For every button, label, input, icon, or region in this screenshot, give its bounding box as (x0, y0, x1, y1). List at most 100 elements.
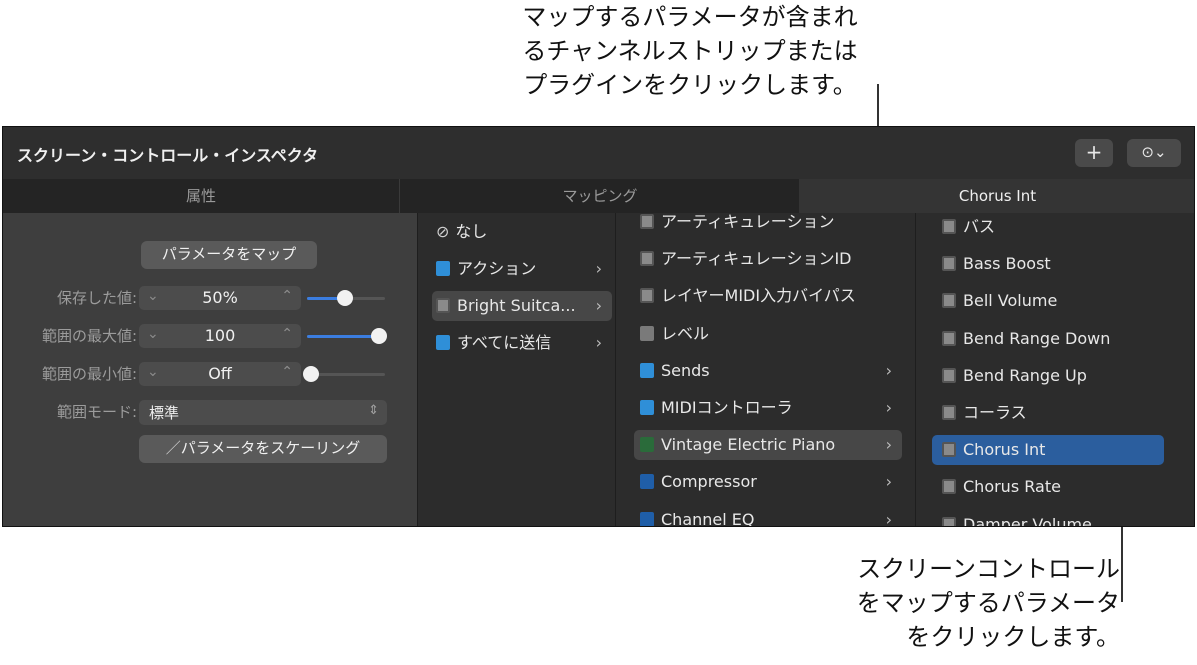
chevron-up-icon[interactable]: ⌃ (281, 364, 293, 380)
callout-bottom-line1: スクリーンコントロール (857, 555, 1120, 583)
list-item-label: アーティキュレーション (661, 213, 835, 231)
tab-mapping[interactable]: マッピング (399, 179, 800, 213)
saved-value-stepper[interactable]: ⌄ 50% ⌃ (139, 286, 301, 310)
list-item[interactable]: Bend Range Down (942, 324, 1164, 354)
channel-strip-icon (942, 405, 956, 420)
list-item-label: Chorus Int (963, 440, 1046, 460)
range-min-stepper[interactable]: ⌄ Off ⌃ (139, 362, 301, 386)
chevron-right-icon: › (885, 509, 892, 527)
list-item[interactable]: ⊘なし (436, 217, 612, 247)
chevron-up-icon[interactable]: ⌃ (281, 288, 293, 304)
list-item-label: レイヤーMIDI入力バイパス (661, 286, 856, 306)
chevron-right-icon: › (595, 259, 602, 278)
channel-strip-icon (942, 479, 956, 495)
list-item-label: レベル (661, 323, 710, 343)
slider-fill (307, 297, 341, 300)
list-item-label: Compressor (661, 472, 757, 492)
chevron-down-icon[interactable]: ⌄ (147, 326, 159, 342)
chevron-down-icon[interactable]: ⌄ (147, 288, 159, 304)
callout-top: マップするパラメータが含まれ るチャンネルストリップまたは プラグインをクリック… (500, 0, 880, 102)
tab-chorus-int[interactable]: Chorus Int (799, 179, 1194, 213)
callout-top-line3: プラグインをクリックします。 (523, 71, 857, 99)
list-item[interactable]: バス (942, 213, 1164, 242)
chevron-right-icon: › (595, 333, 602, 352)
channel-strip-icon (942, 367, 956, 383)
list-item-label: Bend Range Down (963, 328, 1111, 348)
range-max-stepper[interactable]: ⌄ 100 ⌃ (139, 324, 301, 348)
list-item[interactable]: Channel EQ › (640, 505, 902, 527)
list-item[interactable]: MIDIコントローラ› (640, 393, 902, 423)
list-item-label: Bell Volume (963, 291, 1058, 311)
slider-knob[interactable] (337, 290, 353, 306)
list-item[interactable]: Chorus Rate (942, 472, 1164, 502)
list-item[interactable]: アクション › (436, 254, 612, 284)
chevron-up-icon[interactable]: ⌃ (281, 326, 293, 342)
list-item[interactable]: Vintage Electric Piano › (634, 430, 902, 461)
slider-knob[interactable] (303, 366, 319, 382)
list-item[interactable]: アーティキュレーションID (640, 244, 902, 274)
list-item-label: すべてに送信 (457, 333, 552, 352)
mapping-column-2: アーティキュレーションアーティキュレーションID レイヤーMIDI入力バイパスレベ… (615, 213, 915, 527)
title-bar: スクリーン・コントロール・インスペクタ + ⊙⌄ (3, 127, 1194, 179)
saved-value-slider[interactable] (307, 289, 385, 307)
attributes-pane: パラメータをマップ 保存した値: ⌄ 50% ⌃ 範囲の最大値: ⌄ 100 ⌃… (3, 213, 417, 526)
list-item[interactable]: Bass Boost (942, 249, 1164, 279)
more-options-button[interactable]: ⊙⌄ (1127, 139, 1181, 167)
waveform-icon (640, 437, 654, 453)
waveform-icon (640, 474, 654, 490)
range-max-label: 範囲の最大値: (41, 327, 137, 345)
panel-title: スクリーン・コントロール・インスペクタ (17, 146, 319, 165)
scale-parameter-label: パラメータをスケーリング (180, 439, 361, 457)
range-min-slider[interactable] (303, 365, 385, 383)
list-item[interactable]: Sends› (640, 356, 902, 386)
screen-control-inspector: スクリーン・コントロール・インスペクタ + ⊙⌄ 属性 マッピング Chorus… (2, 126, 1195, 527)
channel-strip-icon (640, 251, 654, 267)
channel-strip-icon (942, 442, 956, 458)
channel-strip-icon (942, 516, 956, 526)
range-mode-select[interactable]: 標準 ⇕ (139, 400, 387, 425)
channel-strip-icon (640, 214, 654, 229)
slider-knob[interactable] (371, 328, 387, 344)
waveform-icon (640, 511, 654, 526)
tab-attributes[interactable]: 属性 (185, 187, 216, 205)
list-item-label: アクション (457, 259, 537, 278)
list-item-label: Chorus Rate (963, 477, 1061, 497)
callout-top-line2: るチャンネルストリップまたは (522, 37, 858, 65)
list-item-label: Bass Boost (963, 254, 1051, 274)
list-item[interactable]: Bend Range Up (942, 361, 1164, 391)
channel-strip-icon (942, 219, 956, 234)
list-item-label: Damper Volume (963, 514, 1092, 527)
folder-icon (640, 400, 654, 415)
list-item[interactable]: すべてに送信 › (436, 328, 612, 358)
list-item-label: コーラス (963, 403, 1027, 422)
chevron-right-icon: › (885, 472, 892, 492)
list-item[interactable]: Bright Suitca...› (432, 291, 612, 321)
list-item[interactable]: Compressor › (640, 467, 902, 497)
list-item-label: MIDIコントローラ (661, 398, 793, 417)
channel-strip-icon (436, 298, 450, 313)
list-item-label: Channel EQ (661, 509, 755, 527)
slider-track (307, 373, 385, 376)
list-item-label: Bend Range Up (963, 365, 1087, 385)
channel-strip-icon (640, 288, 654, 304)
range-max-slider[interactable] (307, 327, 387, 345)
saved-value-label: 保存した値: (56, 289, 137, 307)
list-item[interactable]: アーティキュレーション (640, 213, 902, 237)
folder-icon (640, 362, 654, 378)
add-button[interactable]: + (1075, 139, 1113, 167)
list-item[interactable]: Chorus Int (932, 435, 1164, 466)
map-parameter-button[interactable]: パラメータをマップ (141, 241, 317, 269)
scale-parameter-button[interactable]: ／パラメータをスケーリング (139, 435, 387, 463)
list-item-label: アーティキュレーションID (661, 249, 852, 269)
chevron-right-icon: › (885, 435, 892, 455)
list-item-label: Sends (661, 360, 710, 380)
chevron-down-icon[interactable]: ⌄ (147, 364, 159, 380)
list-item[interactable]: レベル (640, 319, 902, 349)
callout-bottom-line2: をマップするパラメータ (856, 589, 1120, 617)
list-item[interactable]: Bell Volume (942, 286, 1164, 316)
up-down-chevron-icon: ⇕ (368, 403, 379, 418)
list-item[interactable]: Damper Volume (942, 510, 1164, 527)
list-item-label: Vintage Electric Piano (661, 435, 836, 455)
list-item[interactable]: コーラス (942, 398, 1164, 428)
list-item[interactable]: レイヤーMIDI入力バイパス (640, 281, 902, 311)
